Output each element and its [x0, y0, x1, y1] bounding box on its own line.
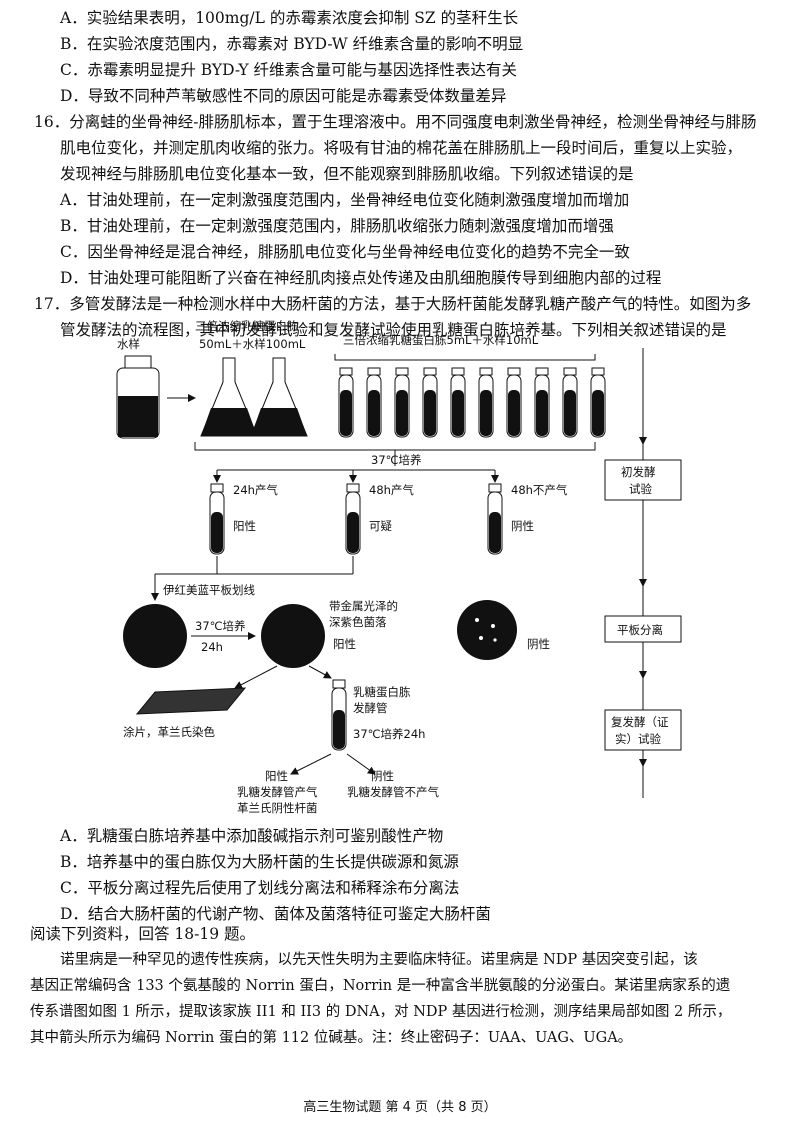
q15-option-c: C．赤霉素明显提升 BYD-Y 纤维素含量可能与基因选择性表达有关	[60, 61, 518, 79]
flask-label-1: 三倍浓缩乳糖蛋白胨	[195, 319, 299, 333]
result-neg-1: 阴性	[371, 769, 394, 783]
culture-tube-medium	[592, 390, 604, 436]
smear-slide	[135, 687, 247, 715]
emb-streak-label: 伊红美蓝平板划线	[163, 583, 255, 597]
culture-tube-cap	[339, 367, 353, 376]
ferment-tube-label-2: 发酵管	[353, 701, 388, 715]
culture-tube-cap	[479, 367, 493, 376]
plate-positive: 阳性	[333, 637, 356, 651]
page-footer: 高三生物试题 第 4 页（共 8 页）	[303, 1100, 497, 1115]
tube-48h-no-label: 48h不产气	[511, 483, 568, 497]
side-box-2: 平板分离	[617, 623, 663, 637]
colony-desc-1: 带金属光泽的	[329, 599, 398, 613]
plate-separation-box: 平板分离	[604, 615, 682, 643]
result-pos-1: 阳性	[265, 769, 288, 783]
emb-plate-1	[123, 604, 187, 668]
q17-option-d: D．结合大肠杆菌的代谢产物、菌体及菌落特征可鉴定大肠杆菌	[60, 905, 491, 923]
culture-tube-medium	[564, 390, 576, 436]
multiple-tube-fermentation-diagram: 水样 三倍浓缩乳糖蛋白胨 50mL＋水样100mL 三倍浓缩乳糖蛋白胨5mL＋水…	[116, 319, 682, 815]
q16-option-c: C．因坐骨神经是混合神经，腓肠肌电位变化与坐骨神经电位变化的趋势不完全一致	[60, 243, 630, 261]
plate-negative: 阴性	[527, 637, 550, 651]
q15-option-d: D．导致不同种芦苇敏感性不同的原因可能是赤霉素受体数量差异	[60, 87, 507, 105]
initial-fermentation-box: 初发酵 试验	[604, 459, 682, 501]
culture-tube-medium	[396, 390, 408, 436]
tube-24h-label: 24h产气	[233, 483, 278, 497]
emb-plate-2	[261, 604, 325, 668]
culture-tube-medium	[508, 390, 520, 436]
confirmatory-fermentation-box: 复发酵（证 实）试验	[604, 709, 682, 751]
incubate-37-2: 37℃培养	[195, 619, 246, 633]
culture-tube-medium	[536, 390, 548, 436]
q17-stem-line-2: 管发酵法的流程图，其中初发酵试验和复发酵试验使用乳糖蛋白胨培养基。下列相关叙述错…	[60, 321, 727, 339]
reading-line-1: 诺里病是一种罕见的遗传性疾病，以先天性失明为主要临床特征。诺里病是 NDP 基因…	[60, 952, 698, 968]
flask-1	[200, 357, 258, 437]
q16-option-a: A．甘油处理前，在一定刺激强度范围内，坐骨神经电位变化随刺激强度增加而增加	[60, 191, 630, 209]
q16-stem-line-3: 发现神经与腓肠肌电位变化基本一致，但不能观察到腓肠肌收缩。下列叙述错误的是	[60, 165, 634, 183]
negative-plate	[457, 600, 517, 660]
test-tubes-row	[338, 367, 606, 438]
culture-tube-cap	[507, 367, 521, 376]
water-sample-bottle: 水样	[116, 337, 160, 439]
culture-tube-medium	[368, 390, 380, 436]
reading-line-4: 其中箭头所示为编码 Norrin 蛋白的第 112 位碱基。注：终止密码子：UA…	[30, 1030, 633, 1046]
side-box-3a: 复发酵（证	[611, 715, 669, 729]
culture-tube-cap	[451, 367, 465, 376]
culture-tube-cap	[423, 367, 437, 376]
result-pos-3: 革兰氏阴性杆菌	[237, 801, 318, 815]
hours-24: 24h	[201, 640, 223, 654]
side-box-1b: 试验	[629, 482, 652, 496]
tubes-label: 三倍浓缩乳糖蛋白胨5mL＋水样10mL	[343, 333, 539, 347]
q16-stem-line-1: 16．分离蛙的坐骨神经-腓肠肌标本，置于生理溶液中。用不同强度电刺激坐骨神经，检…	[34, 113, 757, 131]
culture-tube-cap	[395, 367, 409, 376]
q16-option-b: B．甘油处理前，在一定刺激强度范围内，腓肠肌收缩张力随刺激强度增加而增强	[60, 217, 614, 235]
lactose-fermentation-tube	[331, 679, 347, 751]
q15-option-b: B．在实验浓度范围内，赤霉素对 BYD-W 纤维素含量的影响不明显	[60, 35, 524, 53]
reading-intro: 阅读下列资料，回答 18-19 题。	[30, 925, 256, 943]
incubate-37-label: 37℃培养	[371, 453, 422, 467]
ferment-tube-label-1: 乳糖蛋白胨	[353, 685, 411, 699]
culture-tube-cap	[591, 367, 605, 376]
result-pos-2: 乳糖发酵管产气	[237, 785, 318, 799]
smear-label: 涂片，革兰氏染色	[123, 725, 215, 739]
side-box-3b: 实）试验	[615, 732, 661, 746]
q16-stem-line-2: 肌电位变化，并测定肌肉收缩的张力。将吸有甘油的棉花盖在腓肠肌上一段时间后，重复以…	[60, 139, 743, 157]
culture-tube-medium	[480, 390, 492, 436]
culture-tube-medium	[424, 390, 436, 436]
tube-48h-gas: 48h产气 可疑	[345, 483, 414, 555]
culture-tube-cap	[367, 367, 381, 376]
tube-24h-result: 阳性	[233, 519, 256, 533]
q17-option-a: A．乳糖蛋白胨培养基中添加酸碱指示剂可鉴别酸性产物	[60, 827, 444, 845]
side-box-1a: 初发酵	[621, 465, 656, 479]
result-neg-2: 乳糖发酵管不产气	[347, 785, 439, 799]
q17-option-b: B．培养基中的蛋白胨仅为大肠杆菌的生长提供碳源和氮源	[60, 853, 459, 871]
culture-tube-medium	[340, 390, 352, 436]
q17-stem-line-1: 17．多管发酵法是一种检测水样中大肠杆菌的方法，基于大肠杆菌能发酵乳糖产酸产气的…	[34, 295, 752, 313]
reading-line-2: 基因正常编码含 133 个氨基酸的 Norrin 蛋白，Norrin 是一种富含…	[30, 978, 731, 994]
q16-option-d: D．甘油处理可能阻断了兴奋在神经肌肉接点处传递及由肌细胞膜传导到细胞内部的过程	[60, 269, 662, 287]
reading-line-3: 传系谱图如图 1 所示，提取该家族 II1 和 II3 的 DNA，对 NDP …	[30, 1004, 732, 1020]
tube-48h-no-result: 阴性	[511, 519, 534, 533]
culture-tube-cap	[535, 367, 549, 376]
q17-option-c: C．平板分离过程先后使用了划线分离法和稀释涂布分离法	[60, 879, 460, 897]
incubate-37-24h: 37℃培养24h	[353, 727, 425, 741]
tube-48h-no-gas: 48h不产气 阴性	[487, 483, 568, 555]
culture-tube-cap	[563, 367, 577, 376]
culture-tube-medium	[452, 390, 464, 436]
colony-desc-2: 深紫色菌落	[329, 615, 387, 629]
q15-option-a: A．实验结果表明，100mg/L 的赤霉素浓度会抑制 SZ 的茎秆生长	[60, 9, 519, 27]
tube-24h-gas: 24h产气 阳性	[209, 483, 278, 555]
flask-2	[250, 357, 308, 437]
water-sample-label: 水样	[117, 337, 140, 351]
tube-48h-result: 可疑	[369, 519, 392, 533]
tube-48h-label: 48h产气	[369, 483, 414, 497]
flask-label-2: 50mL＋水样100mL	[199, 337, 306, 351]
